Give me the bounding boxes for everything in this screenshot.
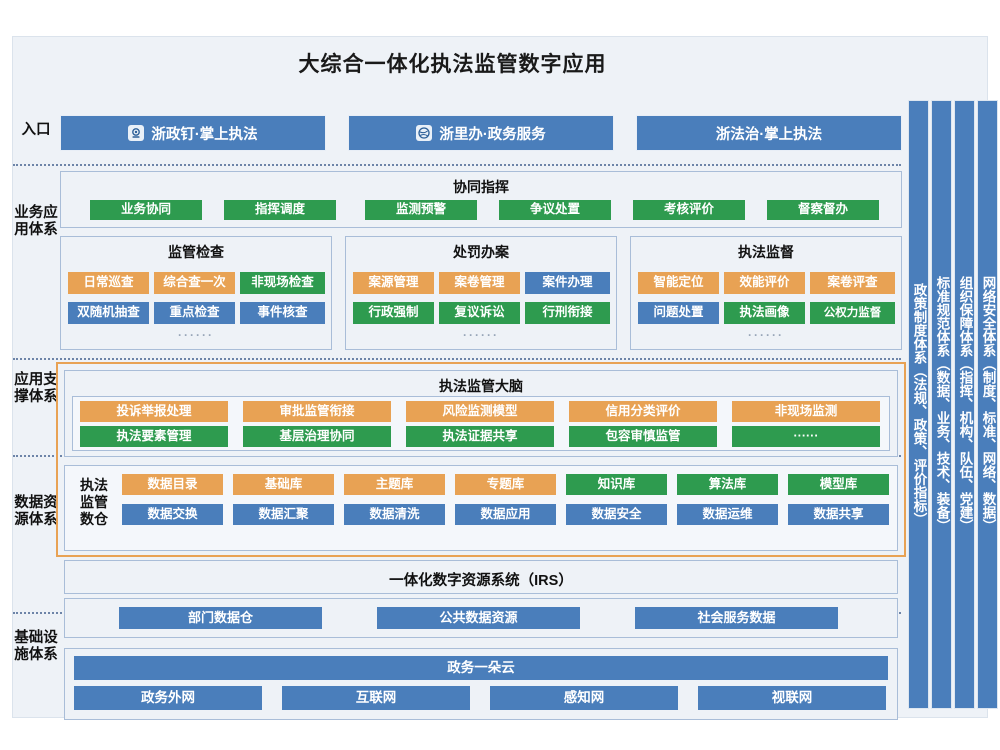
chip-dw-1-1[interactable]: 数据汇聚: [233, 504, 334, 525]
panel-title-penalty: 处罚办案: [453, 244, 509, 260]
panel-title-irs: 一体化数字资源系统（IRS）: [389, 573, 573, 589]
chip-brain-0-2[interactable]: 风险监测模型: [406, 401, 554, 422]
panel-title-enforcement: 执法监督: [738, 244, 794, 260]
chip-coordination-2[interactable]: 监测预警: [365, 200, 477, 220]
chip-enforcement-0-0[interactable]: 智能定位: [638, 272, 719, 294]
chip-brain-1-3[interactable]: 包容审慎监管: [569, 426, 717, 447]
chip-supervision-0-2[interactable]: 非现场检查: [240, 272, 325, 294]
entry-label: 浙里办·政务服务: [439, 126, 546, 143]
chip-supervision-1-1[interactable]: 重点检查: [154, 302, 235, 324]
chip-dw-1-5[interactable]: 数据运维: [677, 504, 778, 525]
label-data-warehouse: 执法监管数仓: [80, 477, 108, 527]
left-label-business: 业务应用体系: [14, 205, 58, 238]
chip-brain-1-0[interactable]: 执法要素管理: [80, 426, 228, 447]
ellipsis-enforcement: ······: [748, 328, 784, 343]
left-label-data-resource: 数据资源体系: [14, 495, 58, 528]
separator-entry: [13, 164, 901, 166]
chip-dw-1-3[interactable]: 数据应用: [455, 504, 556, 525]
chip-enforcement-1-1[interactable]: 执法画像: [724, 302, 805, 324]
vbar-organization-system[interactable]: 组织保障体系（指挥、机构、队伍、党建）: [954, 100, 975, 709]
chip-supervision-0-0[interactable]: 日常巡查: [68, 272, 149, 294]
left-label-infrastructure: 基础设施体系: [14, 630, 58, 663]
chip-penalty-1-1[interactable]: 复议诉讼: [439, 302, 520, 324]
entry-label: 浙政钉·掌上执法: [151, 126, 258, 143]
chip-dw-1-4[interactable]: 数据安全: [566, 504, 667, 525]
chip-coordination-0[interactable]: 业务协同: [90, 200, 202, 220]
chip-brain-0-0[interactable]: 投诉举报处理: [80, 401, 228, 422]
panel-title-brain: 执法监管大脑: [439, 378, 523, 394]
chip-infra-2[interactable]: 感知网: [490, 686, 678, 710]
chip-brain-0-1[interactable]: 审批监管衔接: [243, 401, 391, 422]
chip-enforcement-0-1[interactable]: 效能评价: [724, 272, 805, 294]
chip-penalty-0-1[interactable]: 案卷管理: [439, 272, 520, 294]
chip-dw-0-5[interactable]: 算法库: [677, 474, 778, 495]
panel-coordination: 协同指挥: [60, 171, 902, 228]
vbar-standard-system[interactable]: 标准规范体系（数据、业务、技术、装备）: [931, 100, 952, 709]
chip-brain-0-4[interactable]: 非现场监测: [732, 401, 880, 422]
chip-supervision-1-2[interactable]: 事件核查: [240, 302, 325, 324]
chip-penalty-0-2[interactable]: 案件办理: [525, 272, 610, 294]
chip-dw-1-6[interactable]: 数据共享: [788, 504, 889, 525]
chip-irs-2[interactable]: 社会服务数据: [635, 607, 838, 629]
chip-supervision-1-0[interactable]: 双随机抽查: [68, 302, 149, 324]
chip-brain-1-1[interactable]: 基层治理协同: [243, 426, 391, 447]
chip-penalty-1-0[interactable]: 行政强制: [353, 302, 434, 324]
chip-dw-0-6[interactable]: 模型库: [788, 474, 889, 495]
chip-coordination-4[interactable]: 考核评价: [633, 200, 745, 220]
chip-enforcement-0-2[interactable]: 案卷评查: [810, 272, 895, 294]
entry-button-zhefazhi[interactable]: 浙法治·掌上执法: [636, 115, 902, 151]
panel-irs: 一体化数字资源系统（IRS）: [64, 560, 898, 594]
chip-penalty-1-2[interactable]: 行刑衔接: [525, 302, 610, 324]
chip-brain-1-2[interactable]: 执法证据共享: [406, 426, 554, 447]
chip-dw-0-2[interactable]: 主题库: [344, 474, 445, 495]
chip-coordination-1[interactable]: 指挥调度: [224, 200, 336, 220]
chip-enforcement-1-2[interactable]: 公权力监督: [810, 302, 895, 324]
chip-infra-0[interactable]: 政务外网: [74, 686, 262, 710]
chip-supervision-0-1[interactable]: 综合查一次: [154, 272, 235, 294]
chip-irs-1[interactable]: 公共数据资源: [377, 607, 580, 629]
globe-icon: [416, 125, 433, 141]
ellipsis-penalty: ······: [463, 328, 499, 343]
left-label-column: 入口 业务应用体系 应用支撑体系 数据资源体系 基础设施体系: [13, 100, 59, 710]
chip-dw-0-4[interactable]: 知识库: [566, 474, 667, 495]
separator-business: [13, 358, 901, 360]
ellipsis-supervision: ······: [178, 328, 214, 343]
chip-coordination-5[interactable]: 督察督办: [767, 200, 879, 220]
vbar-network-security-system[interactable]: 网络安全体系（制度、标准、网络、数据）: [977, 100, 998, 709]
chip-infra-3[interactable]: 视联网: [698, 686, 886, 710]
left-label-support: 应用支撑体系: [14, 372, 58, 405]
chip-dw-1-2[interactable]: 数据清洗: [344, 504, 445, 525]
chip-coordination-3[interactable]: 争议处置: [499, 200, 611, 220]
location-pin-icon: [128, 125, 145, 141]
panel-title-coordination: 协同指挥: [453, 179, 509, 195]
chip-government-cloud[interactable]: 政务一朵云: [74, 656, 888, 680]
entry-button-zheliban[interactable]: 浙里办·政务服务: [348, 115, 614, 151]
chip-brain-1-4[interactable]: ······: [732, 426, 880, 447]
panel-title-supervision: 监管检查: [168, 244, 224, 260]
chip-dw-0-0[interactable]: 数据目录: [122, 474, 223, 495]
chip-dw-0-3[interactable]: 专题库: [455, 474, 556, 495]
entry-label: 浙法治·掌上执法: [715, 126, 823, 143]
chip-dw-1-0[interactable]: 数据交换: [122, 504, 223, 525]
chip-penalty-0-0[interactable]: 案源管理: [353, 272, 434, 294]
chip-dw-0-1[interactable]: 基础库: [233, 474, 334, 495]
vbar-policy-system[interactable]: 政策制度体系（法规、政策、评价指标）: [908, 100, 929, 709]
chip-enforcement-1-0[interactable]: 问题处置: [638, 302, 719, 324]
chip-irs-0[interactable]: 部门数据仓: [119, 607, 322, 629]
entry-button-zhezhengding[interactable]: 浙政钉·掌上执法: [60, 115, 326, 151]
page-title: 大综合一体化执法监管数字应用: [298, 53, 607, 76]
chip-brain-0-3[interactable]: 信用分类评价: [569, 401, 717, 422]
chip-infra-1[interactable]: 互联网: [282, 686, 470, 710]
left-label-entry: 入口: [21, 122, 51, 138]
